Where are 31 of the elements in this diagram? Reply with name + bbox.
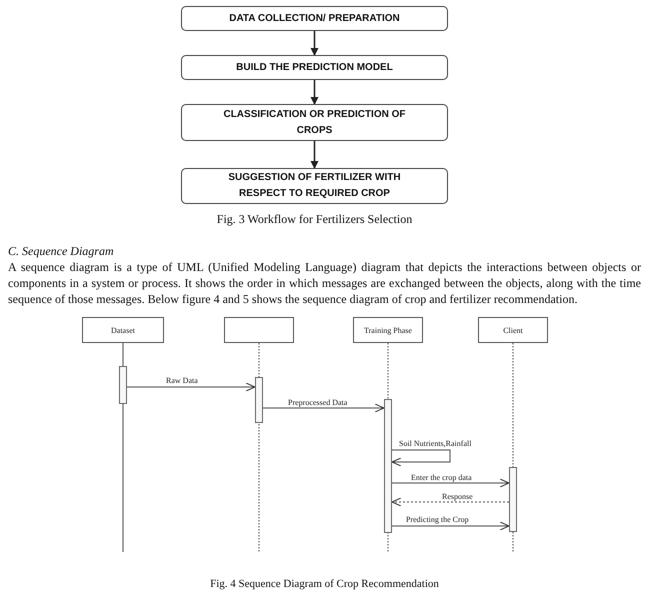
message-label: Predicting the Crop <box>405 515 470 524</box>
participant-box: Training Phase <box>353 317 423 343</box>
process-box: DATA COLLECTION/ PREPARATION <box>181 6 448 31</box>
message-label: Enter the crop data <box>410 473 473 482</box>
figure-caption: Fig. 4 Sequence Diagram of Crop Recommendation <box>209 578 440 590</box>
section-heading: C. Sequence Diagram <box>8 244 114 259</box>
activation-bar <box>119 366 127 404</box>
message-arrow <box>392 498 510 506</box>
process-box: CLASSIFICATION OR PREDICTION OF CROPS <box>181 104 448 141</box>
arrow <box>310 31 318 56</box>
message-label: Preprocessed Data <box>287 398 348 407</box>
message-arrow <box>262 404 384 412</box>
process-box: SUGGESTION OF FERTILIZER WITH RESPECT TO REQUIRED CROP <box>181 168 448 204</box>
arrow <box>310 80 318 105</box>
message-label: Raw Data <box>165 376 199 385</box>
arrow <box>310 141 318 169</box>
message-arrow <box>126 382 256 392</box>
process-box: BUILD THE PREDICTION MODEL <box>181 55 448 80</box>
activation-bar <box>255 377 263 423</box>
message-label: Soil Nutrients,Rainfall <box>398 439 472 448</box>
message-arrow <box>392 478 510 488</box>
message-arrow <box>392 522 510 530</box>
message-label: Response <box>441 492 474 501</box>
participant-box: Dataset <box>82 317 164 343</box>
paragraph: A sequence diagram is a type of UML (Unified Modeling Language) diagram that depicts the interactions between objects or components in a system or process. It shows the order in which messages are exchanged between the objects, along with the time sequence of those messages. Below figure 4 and 5 shows the sequence diagram of crop and fertilizer recommendation. <box>8 259 641 307</box>
figure-caption: Fig. 3 Workflow for Fertilizers Selection <box>216 212 414 227</box>
participant-box <box>224 317 294 343</box>
activation-bar <box>509 467 517 532</box>
self-message-arrow <box>392 450 450 466</box>
activation-bar <box>384 399 392 533</box>
participant-box: Client <box>478 317 548 343</box>
